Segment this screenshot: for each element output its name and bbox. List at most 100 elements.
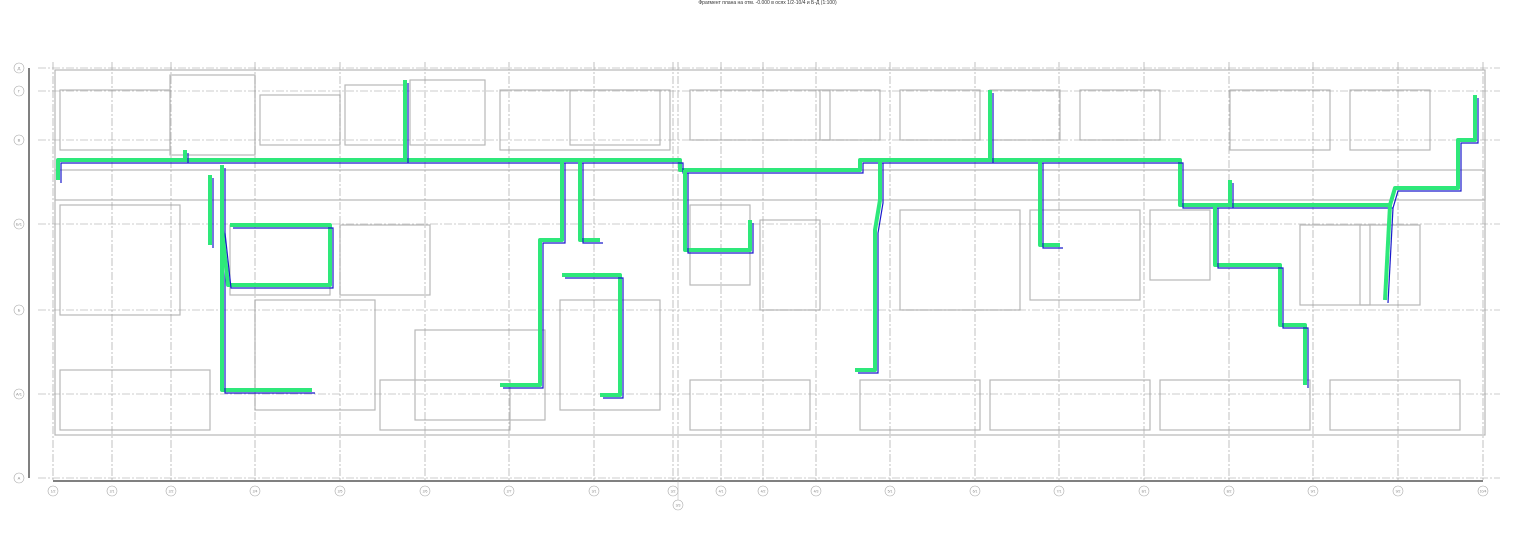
axis-bubble	[1138, 485, 1150, 497]
wall-outline	[689, 204, 751, 286]
wall-outline	[1229, 89, 1331, 151]
axis-bubble	[13, 134, 25, 146]
axis-bubble	[419, 485, 431, 497]
axis-label: 2/4	[253, 490, 258, 494]
axis-label: 4/1	[719, 490, 724, 494]
wall-outline	[254, 299, 376, 411]
axis-bubble	[13, 388, 25, 400]
axis-label: 2/1	[110, 490, 115, 494]
wall-outline	[899, 209, 1021, 311]
axis-label: Д	[18, 66, 21, 71]
pipe-route-blue	[582, 163, 603, 244]
axis-label: А/1	[16, 392, 23, 397]
pipe-route-green	[1038, 160, 1060, 247]
wall-outline	[1299, 224, 1371, 306]
axis-label: 8/2	[1227, 490, 1232, 494]
axis-label: 5/1	[888, 490, 893, 494]
axis-label: 9/1	[1311, 490, 1316, 494]
wall-outline	[59, 369, 211, 431]
axis-bubble	[1392, 485, 1404, 497]
wall-outline	[989, 89, 1061, 141]
drawing-title: Фрагмент плана на отм. -0.000 в осях 1/2…	[698, 0, 837, 6]
wall-outline	[414, 329, 546, 421]
axis-bubble	[249, 485, 261, 497]
pipe-route-blue	[60, 98, 1479, 209]
axis-bubble	[1307, 485, 1319, 497]
wall-outline	[339, 224, 431, 296]
wall-outline	[1029, 209, 1141, 301]
axis-label: 8/1	[1142, 490, 1147, 494]
axis-label: А	[18, 476, 21, 481]
wall-outline	[259, 94, 341, 146]
wall-outline	[989, 379, 1151, 431]
axis-label: 4/2	[761, 490, 766, 494]
pipe-route-blue	[224, 168, 315, 394]
axis-label: 7/1	[1057, 490, 1062, 494]
wall-outline	[1329, 379, 1461, 431]
pipe-route-blue	[565, 277, 624, 399]
pipe-route-blue	[687, 173, 754, 254]
axis-bubble	[969, 485, 981, 497]
wall-outline	[689, 379, 811, 431]
axis-bubble	[1477, 485, 1489, 497]
pipe-route-green	[578, 160, 600, 242]
axis-bubble	[13, 62, 25, 74]
axis-bubble	[884, 485, 896, 497]
axis-label: 2/5	[338, 490, 343, 494]
pipe-route-blue	[858, 163, 884, 374]
wall-outline	[859, 379, 981, 431]
axis-bubble	[334, 485, 346, 497]
axis-bubble	[503, 485, 515, 497]
axis-bubble	[47, 485, 59, 497]
axis-label: 2/2	[169, 490, 174, 494]
pipe-route-blue	[1387, 207, 1394, 304]
wall-outline	[54, 69, 1486, 436]
axis-label: Г	[18, 89, 21, 94]
wall-outline	[379, 379, 511, 431]
axis-bubble	[106, 485, 118, 497]
axis-label: 3/3	[676, 504, 681, 508]
axis-bubble	[13, 85, 25, 97]
pipe-route-green	[562, 273, 622, 397]
axis-label: 3/2	[671, 490, 676, 494]
pipe-route-green	[1383, 204, 1392, 301]
wall-outline	[344, 84, 406, 146]
wall-outline	[1149, 209, 1211, 281]
axis-label: 2/6	[423, 490, 428, 494]
wall-outline	[169, 74, 256, 156]
axis-label: В	[18, 138, 21, 143]
pipe-route-blue	[503, 163, 566, 389]
axis-label: 4/3	[814, 490, 819, 494]
axis-bubble	[1223, 485, 1235, 497]
axis-bubble	[588, 485, 600, 497]
axis-label: 3/1	[592, 490, 597, 494]
axis-label: Б	[18, 308, 21, 313]
axis-bubble	[13, 472, 25, 484]
pipe-route-blue	[1042, 163, 1063, 249]
axis-bubble	[165, 485, 177, 497]
axis-bubble	[715, 485, 727, 497]
axis-bubble	[1053, 485, 1065, 497]
wall-outline	[59, 204, 181, 316]
wall-outline	[759, 219, 821, 311]
wall-outline	[899, 89, 981, 141]
axis-bubble	[13, 304, 25, 316]
axis-bubble	[810, 485, 822, 497]
axis-bubble	[672, 499, 684, 511]
pipe-route-green	[220, 223, 332, 287]
wall-outline	[1079, 89, 1161, 141]
wall-outline	[54, 169, 1486, 201]
pipe-route-green	[220, 165, 312, 392]
wall-outline	[499, 89, 671, 151]
wall-outline	[819, 89, 881, 141]
pipe-route-green	[683, 170, 752, 252]
axis-label: 1/2	[51, 490, 56, 494]
wall-outline	[59, 89, 171, 151]
axis-label: 10/4	[1480, 490, 1487, 494]
pipe-route-green	[500, 160, 564, 387]
wall-outline	[1159, 379, 1311, 431]
axis-bubble	[13, 218, 25, 230]
wall-outline	[1349, 89, 1431, 151]
pipe-route-blue	[1217, 208, 1309, 388]
